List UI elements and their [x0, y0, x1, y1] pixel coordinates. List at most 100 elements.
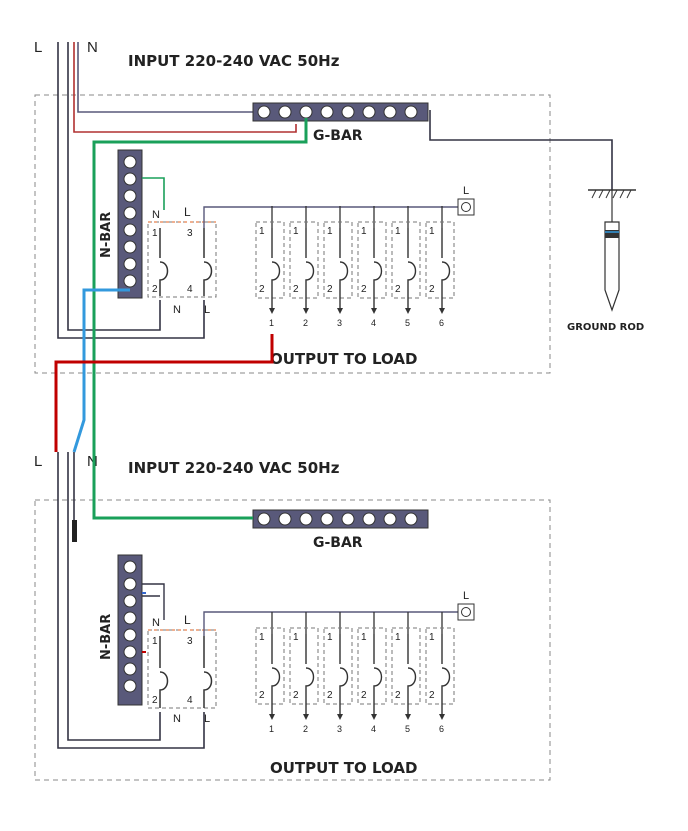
lower-supply-wires — [57, 452, 205, 749]
upper-main-pole-2: 2 — [152, 284, 158, 295]
lower-main-breaker: N L 1 3 2 4 N L — [147, 613, 217, 725]
lower-nbar-label: N-BAR — [99, 614, 114, 660]
lower-input-title: INPUT 220-240 VAC 50Hz — [128, 459, 340, 477]
upper-output-number-6: 6 — [439, 318, 444, 328]
upper-main-pole-1: 1 — [152, 228, 158, 239]
upper-main-top-L: L — [184, 205, 191, 219]
upper-breaker-6-pole-bot: 2 — [429, 284, 435, 295]
lower-output-number-6: 6 — [439, 724, 444, 734]
lower-breaker-3-pole-top: 1 — [327, 632, 333, 643]
neutral-wire — [72, 288, 130, 453]
lower-output-number-2: 2 — [303, 724, 308, 734]
interconnect-wires — [54, 118, 308, 520]
upper-output-label: OUTPUT TO LOAD — [270, 350, 417, 368]
upper-panel: L N INPUT 220-240 VAC 50Hz G-BAR — [34, 39, 613, 374]
lower-main-bot-L: L — [204, 713, 210, 725]
lower-output-label: OUTPUT TO LOAD — [270, 759, 417, 777]
lower-main-pole-1: 1 — [152, 636, 158, 647]
upper-main-bot-L: L — [204, 304, 210, 316]
lower-nbar: N-BAR — [99, 554, 165, 706]
lower-main-bot-N: N — [173, 713, 181, 725]
upper-breaker-6-pole-top: 1 — [429, 226, 435, 237]
upper-breaker-3-pole-bot: 2 — [327, 284, 333, 295]
lower-branch-breakers: 1 2 1 1 2 2 1 2 3 1 2 4 1 2 5 1 2 6 — [255, 612, 455, 734]
live-wire — [54, 334, 274, 452]
upper-breaker-5: 1 2 5 — [391, 206, 421, 328]
upper-breaker-4: 1 2 4 — [357, 206, 387, 328]
lower-main-top-N: N — [152, 617, 160, 629]
lower-breaker-4-pole-top: 1 — [361, 632, 367, 643]
upper-breaker-2: 1 2 2 — [289, 206, 319, 328]
lower-breaker-6: 1 2 6 — [425, 612, 455, 734]
lower-breaker-2: 1 2 2 — [289, 612, 319, 734]
lower-breaker-6-pole-top: 1 — [429, 632, 435, 643]
lower-main-pole-3: 3 — [187, 636, 193, 647]
lower-enclosure — [34, 499, 551, 781]
upper-N-label: N — [87, 39, 98, 56]
upper-breaker-2-pole-top: 1 — [293, 226, 299, 237]
upper-breaker-5-pole-bot: 2 — [395, 284, 401, 295]
upper-breaker-4-pole-bot: 2 — [361, 284, 367, 295]
lower-breaker-1: 1 2 1 — [255, 612, 285, 734]
lower-breaker-2-pole-bot: 2 — [293, 690, 299, 701]
upper-L-label: L — [34, 39, 42, 56]
lower-L-label: L — [34, 453, 42, 470]
lower-busbar-L-terminal: L — [457, 590, 475, 621]
lower-breaker-2-pole-top: 1 — [293, 632, 299, 643]
upper-busbar-L-label: L — [463, 185, 469, 197]
upper-output-number-3: 3 — [337, 318, 342, 328]
upper-breaker-1: 1 2 1 — [255, 206, 285, 328]
upper-main-top-N: N — [152, 209, 160, 221]
lower-breaker-4: 1 2 4 — [357, 612, 387, 734]
upper-breaker-4-pole-top: 1 — [361, 226, 367, 237]
lower-breaker-4-pole-bot: 2 — [361, 690, 367, 701]
upper-main-bot-N: N — [173, 304, 181, 316]
lower-output-number-5: 5 — [405, 724, 410, 734]
lower-output-number-1: 1 — [269, 724, 274, 734]
upper-nbar-label: N-BAR — [99, 212, 114, 258]
upper-main-pole-4: 4 — [187, 284, 193, 295]
upper-breaker-6: 1 2 6 — [425, 206, 455, 328]
lower-gbar-label: G-BAR — [313, 535, 363, 551]
lower-breaker-6-pole-bot: 2 — [429, 690, 435, 701]
upper-breaker-3: 1 2 3 — [323, 206, 353, 328]
upper-branch-breakers: 1 2 1 1 2 2 1 2 3 1 2 4 1 2 5 1 2 6 — [255, 206, 455, 328]
upper-input-title: INPUT 220-240 VAC 50Hz — [128, 52, 340, 70]
lower-gbar: G-BAR — [252, 509, 429, 551]
lower-main-top-L: L — [184, 613, 191, 627]
upper-breaker-3-pole-top: 1 — [327, 226, 333, 237]
ground-wire — [92, 118, 308, 520]
lower-N-label: N — [87, 453, 98, 470]
upper-output-number-1: 1 — [269, 318, 274, 328]
lower-panel: L N INPUT 220-240 VAC 50Hz G-BAR — [34, 452, 551, 781]
upper-main-breaker: N L 1 3 2 4 N L — [147, 205, 217, 316]
lower-breaker-3-pole-bot: 2 — [327, 690, 333, 701]
upper-busbar-L-terminal: L — [457, 185, 475, 216]
lower-output-number-3: 3 — [337, 724, 342, 734]
upper-gbar-label: G-BAR — [313, 128, 363, 144]
upper-gbar: G-BAR — [252, 102, 429, 144]
upper-nbar: N-BAR — [99, 149, 165, 299]
upper-breaker-1-pole-top: 1 — [259, 226, 265, 237]
lower-breaker-5-pole-bot: 2 — [395, 690, 401, 701]
upper-breaker-1-pole-bot: 2 — [259, 284, 265, 295]
lower-breaker-3: 1 2 3 — [323, 612, 353, 734]
ground-rod-label: GROUND ROD — [567, 322, 644, 333]
lower-main-pole-2: 2 — [152, 695, 158, 706]
upper-output-number-2: 2 — [303, 318, 308, 328]
lower-breaker-5: 1 2 5 — [391, 612, 421, 734]
upper-breaker-2-pole-bot: 2 — [293, 284, 299, 295]
upper-main-pole-3: 3 — [187, 228, 193, 239]
lower-breaker-1-pole-top: 1 — [259, 632, 265, 643]
lower-main-pole-4: 4 — [187, 695, 193, 706]
upper-output-number-5: 5 — [405, 318, 410, 328]
upper-breaker-5-pole-top: 1 — [395, 226, 401, 237]
lower-breaker-1-pole-bot: 2 — [259, 690, 265, 701]
upper-output-number-4: 4 — [371, 318, 376, 328]
ground-rod: GROUND ROD — [567, 189, 644, 333]
lower-busbar-L-label: L — [463, 590, 469, 602]
lower-breaker-5-pole-top: 1 — [395, 632, 401, 643]
lower-output-number-4: 4 — [371, 724, 376, 734]
upper-supply-wires — [57, 42, 613, 339]
